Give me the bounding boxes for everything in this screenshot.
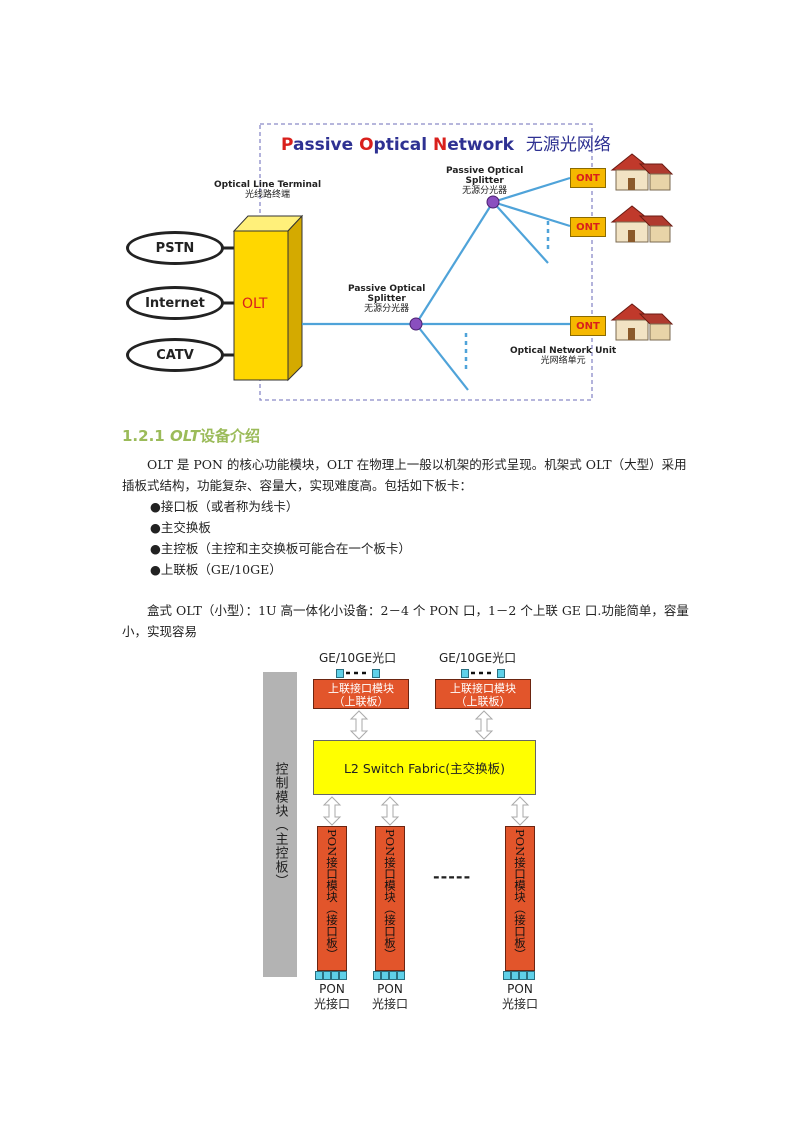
heading-olt: OLT	[169, 427, 201, 445]
uplink-module-label: 上联接口模块	[328, 682, 394, 695]
box-olt-diagram: 控制模块（主控板） GE/10GE光口 GE/10GE光口 上联接口模块 （上联…	[258, 645, 548, 1017]
pon-port	[519, 971, 527, 980]
ont-box-3: ONT	[570, 316, 606, 336]
splitter-mid-en-2: Splitter	[367, 294, 406, 304]
more-modules-ellipsis: -----	[433, 867, 472, 886]
pon-port	[323, 971, 331, 980]
heading-text: 设备介绍	[200, 427, 261, 445]
pon-port	[527, 971, 535, 980]
olt-box-side	[287, 214, 303, 382]
switch-fabric: L2 Switch Fabric(主交换板)	[313, 740, 536, 795]
arrow-uplink-left	[349, 710, 369, 740]
pon-port	[381, 971, 389, 980]
control-module: 控制模块（主控板）	[263, 672, 297, 977]
title-cn: 无源光网络	[525, 135, 611, 155]
more-onu-dots	[464, 221, 550, 370]
pon-module-label: PON接口模块（接口板）	[383, 829, 397, 960]
pon-port	[315, 971, 323, 980]
splitter-top-en-1: Passive Optical	[446, 166, 524, 176]
onu-caption-cn: 光网络单元	[540, 356, 586, 366]
uplink-port	[461, 669, 469, 678]
pon-architecture-diagram: Passive Optical Network 无源光网络 Optical Li…	[118, 118, 686, 406]
ge-port-label-2: GE/10GE光口	[439, 651, 517, 665]
paragraph-box-olt: 盒式 OLT（小型）：1U 高一体化小设备：2－4 个 PON 口，1－2 个上…	[122, 603, 689, 639]
olt-box-front	[233, 230, 289, 381]
box-diagram-arrows	[322, 671, 530, 826]
arrow-pon-2	[380, 796, 400, 826]
olt-caption-en: Optical Line Terminal	[214, 180, 322, 190]
pon-title: Passive Optical Network 无源光网络	[281, 135, 611, 155]
pon-port	[397, 971, 405, 980]
title-passive-rest: assive	[293, 135, 360, 155]
section-heading: 1.2.1 OLT设备介绍	[122, 425, 260, 446]
catv-oval: CATV	[126, 338, 224, 372]
splitter-mid-cn: 无源分光器	[364, 304, 410, 314]
uplink-port	[372, 669, 380, 678]
onu-caption: Optical Network Unit 光网络单元	[510, 346, 616, 366]
splitter-top	[486, 195, 500, 209]
paragraph-rack-olt: OLT 是 PON 的核心功能模块，OLT 在物理上一般以机架的形式呈现。机架式…	[122, 457, 687, 493]
uplink-port	[497, 669, 505, 678]
pon-module-label: PON接口模块（接口板）	[325, 829, 339, 960]
uplink-module-2: 上联接口模块 （上联板）	[435, 679, 531, 709]
pon-port-label-1: PON 光接口	[313, 982, 350, 1011]
pon-port-label-3: PON 光接口	[501, 982, 538, 1011]
bullet-item: ●主交换板	[150, 520, 211, 535]
splitter-top-cn: 无源分光器	[462, 186, 508, 196]
uplink-module-label: 上联接口模块	[450, 682, 516, 695]
splitter-mid	[409, 317, 423, 331]
pon-port	[511, 971, 519, 980]
pon-module-2: PON接口模块（接口板）	[375, 826, 405, 971]
arrow-pon-3	[510, 796, 530, 826]
pon-port	[339, 971, 347, 980]
ge-port-label-1: GE/10GE光口	[319, 651, 397, 665]
fiber-lines	[302, 176, 574, 391]
internet-oval: Internet	[126, 286, 224, 320]
pon-port	[503, 971, 511, 980]
pstn-oval: PSTN	[126, 231, 224, 265]
pon-port	[331, 971, 339, 980]
title-passive-initial: P	[281, 135, 294, 155]
splitter-mid-caption: Passive Optical Splitter 无源分光器	[348, 284, 425, 314]
uplink-module-1: 上联接口模块 （上联板）	[313, 679, 409, 709]
ont-box-2: ONT	[570, 217, 606, 237]
uplink-port	[336, 669, 344, 678]
splitter-top-en-2: Splitter	[465, 176, 504, 186]
heading-number: 1.2.1	[122, 427, 165, 445]
pon-diagram-lines	[222, 123, 674, 401]
olt-caption-cn: 光线路终端	[245, 190, 291, 200]
uplink-module-sublabel: （上联板）	[333, 695, 389, 708]
pon-port	[389, 971, 397, 980]
splitter-mid-en-1: Passive Optical	[348, 284, 426, 294]
ont-box-1: ONT	[570, 168, 606, 188]
arrow-pon-1	[322, 796, 342, 826]
pon-module-label: PON接口模块（接口板）	[513, 829, 527, 960]
house-icons	[610, 153, 674, 341]
olt-box-label: OLT	[242, 296, 268, 312]
control-module-label: 控制模块（主控板）	[272, 761, 288, 888]
uplink-module-sublabel: （上联板）	[455, 695, 511, 708]
onu-caption-en: Optical Network Unit	[510, 346, 617, 356]
splitter-top-caption: Passive Optical Splitter 无源分光器	[446, 166, 523, 196]
bullet-item: ●主控板（主控和主交换板可能合在一个板卡）	[150, 541, 411, 556]
bullet-item: ●上联板（GE/10GE）	[150, 562, 282, 577]
bullet-item: ●接口板（或者称为线卡）	[150, 499, 299, 514]
pon-port-label-2: PON 光接口	[371, 982, 408, 1011]
olt-caption: Optical Line Terminal 光线路终端	[214, 180, 321, 200]
arrow-uplink-right	[474, 710, 494, 740]
pon-port	[373, 971, 381, 980]
pon-module-3: PON接口模块（接口板）	[505, 826, 535, 971]
pon-module-1: PON接口模块（接口板）	[317, 826, 347, 971]
